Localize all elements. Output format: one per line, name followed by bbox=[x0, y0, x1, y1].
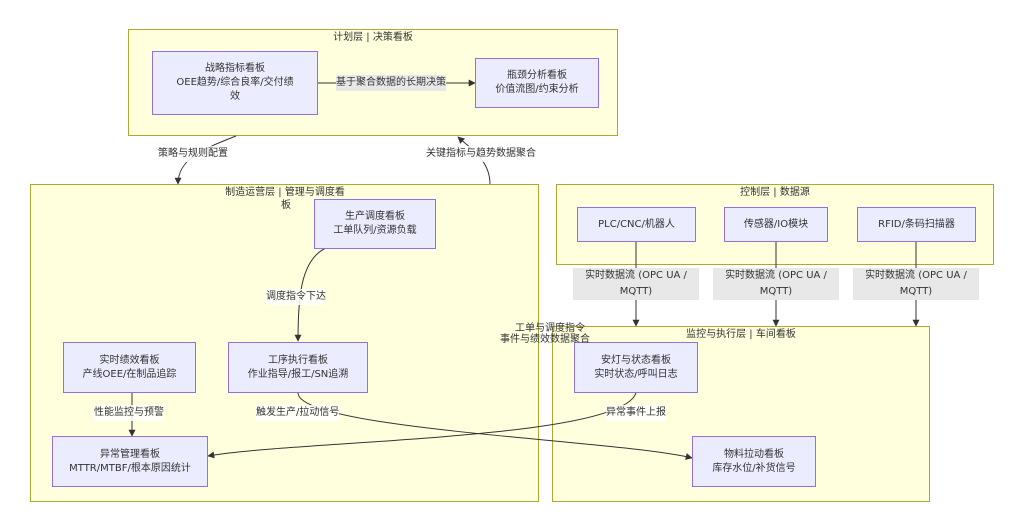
andon-status-board-title: 安灯与状态看板 bbox=[601, 354, 671, 366]
edge-andon-to-exception bbox=[207, 392, 637, 459]
rfid-scanner-label: RFID/条码扫描器 bbox=[878, 218, 955, 230]
edge-label-stream-sensor-line2: MQTT) bbox=[759, 286, 793, 297]
edge-label-stream-plc: 实时数据流 (OPC UA / MQTT) bbox=[573, 268, 699, 300]
andon-status-board-sub: 实时状态/呼叫日志 bbox=[594, 368, 678, 380]
material-pull-board-title: 物料拉动看板 bbox=[724, 448, 784, 460]
plc-cnc-robot-source: PLC/CNC/机器人 bbox=[577, 207, 696, 242]
material-pull-board: 物料拉动看板 库存水位/补货信号 bbox=[692, 436, 816, 487]
edge-label-stream-plc-line1: 实时数据流 (OPC UA / bbox=[585, 270, 687, 281]
edge-label-stream-sensor: 实时数据流 (OPC UA / MQTT) bbox=[713, 268, 839, 300]
cluster-manufacturing-title-line2: 板 bbox=[281, 200, 291, 211]
production-dispatch-board: 生产调度看板 工单队列/资源负载 bbox=[314, 199, 436, 249]
andon-status-board: 安灯与状态看板 实时状态/呼叫日志 bbox=[574, 342, 698, 393]
strategy-kpi-board-line3: 效 bbox=[230, 91, 240, 102]
edge-dispatch-to-execution bbox=[294, 247, 327, 342]
sensor-io-source: 传感器/IO模块 bbox=[724, 207, 828, 242]
edge-label-long-term-decision: 基于聚合数据的长期决策 bbox=[336, 75, 446, 91]
cluster-control-title: 控制层 | 数据源 bbox=[740, 187, 810, 198]
edge-label-stream-rfid: 实时数据流 (OPC UA / MQTT) bbox=[853, 268, 979, 300]
edge-label-trigger-pull: 触发生产/拉动信号 bbox=[256, 405, 340, 421]
strategy-kpi-board-line2: OEE趋势/综合良率/交付绩 bbox=[176, 77, 294, 88]
edge-label-performance-alert: 性能监控与预警 bbox=[94, 405, 164, 421]
process-execution-board: 工序执行看板 作业指导/报工/SN追溯 bbox=[228, 342, 368, 393]
material-pull-board-sub: 库存水位/补货信号 bbox=[712, 462, 796, 474]
realtime-performance-board: 实时绩效看板 产线OEE/在制品追踪 bbox=[63, 342, 196, 393]
edge-label-dispatch-command: 调度指令下达 bbox=[266, 289, 326, 305]
plc-cnc-robot-label: PLC/CNC/机器人 bbox=[598, 218, 675, 230]
sensor-io-label: 传感器/IO模块 bbox=[743, 218, 809, 230]
edge-label-cross-line2: 事件与绩效数据聚合 bbox=[500, 334, 590, 345]
edge-label-stream-sensor-line1: 实时数据流 (OPC UA / bbox=[725, 270, 827, 281]
cluster-plan-title: 计划层 | 决策看板 bbox=[333, 32, 413, 43]
cluster-manufacturing-title: 制造运营层 | 管理与调度看 板 bbox=[205, 186, 365, 212]
edge-label-strategy-rules: 策略与规则配置 bbox=[158, 146, 228, 162]
exception-management-board-sub: MTTR/MTBF/根本原因统计 bbox=[69, 462, 191, 474]
exception-management-board-title: 异常管理看板 bbox=[100, 448, 160, 460]
edge-label-stream-rfid-line1: 实时数据流 (OPC UA / bbox=[865, 270, 967, 281]
strategy-kpi-board: 战略指标看板 OEE趋势/综合良率/交付绩 效 bbox=[152, 51, 318, 115]
cluster-manufacturing-title-line1: 制造运营层 | 管理与调度看 bbox=[225, 187, 345, 198]
rfid-scanner-source: RFID/条码扫描器 bbox=[857, 207, 976, 242]
edge-execution-to-material bbox=[297, 392, 693, 460]
process-execution-board-title: 工序执行看板 bbox=[268, 354, 328, 366]
strategy-kpi-board-title: 战略指标看板 bbox=[205, 63, 265, 74]
bottleneck-analysis-board-title: 瓶颈分析看板 bbox=[507, 70, 567, 81]
production-dispatch-board-title: 生产调度看板 bbox=[345, 211, 405, 222]
edge-label-stream-plc-line2: MQTT) bbox=[619, 286, 653, 297]
edge-label-cross-layer: 工单与调度指令 事件与绩效数据聚合 bbox=[500, 323, 590, 345]
edge-label-kpi-aggregation: 关键指标与趋势数据聚合 bbox=[426, 146, 536, 162]
realtime-performance-board-sub: 产线OEE/在制品追踪 bbox=[82, 368, 177, 380]
edge-label-cross-line1: 工单与调度指令 bbox=[515, 323, 585, 334]
production-dispatch-board-sub: 工单队列/资源负载 bbox=[333, 225, 417, 236]
bottleneck-analysis-board-sub: 价值流图/约束分析 bbox=[495, 84, 579, 95]
edge-label-abnormal-report: 异常事件上报 bbox=[606, 405, 666, 421]
realtime-performance-board-title: 实时绩效看板 bbox=[99, 354, 160, 366]
cluster-monitor-title: 监控与执行层 | 车间看板 bbox=[686, 329, 796, 340]
bottleneck-analysis-board: 瓶颈分析看板 价值流图/约束分析 bbox=[475, 58, 599, 108]
exception-management-board: 异常管理看板 MTTR/MTBF/根本原因统计 bbox=[52, 436, 208, 487]
edge-label-stream-rfid-line2: MQTT) bbox=[899, 286, 933, 297]
process-execution-board-sub: 作业指导/报工/SN追溯 bbox=[247, 368, 349, 380]
